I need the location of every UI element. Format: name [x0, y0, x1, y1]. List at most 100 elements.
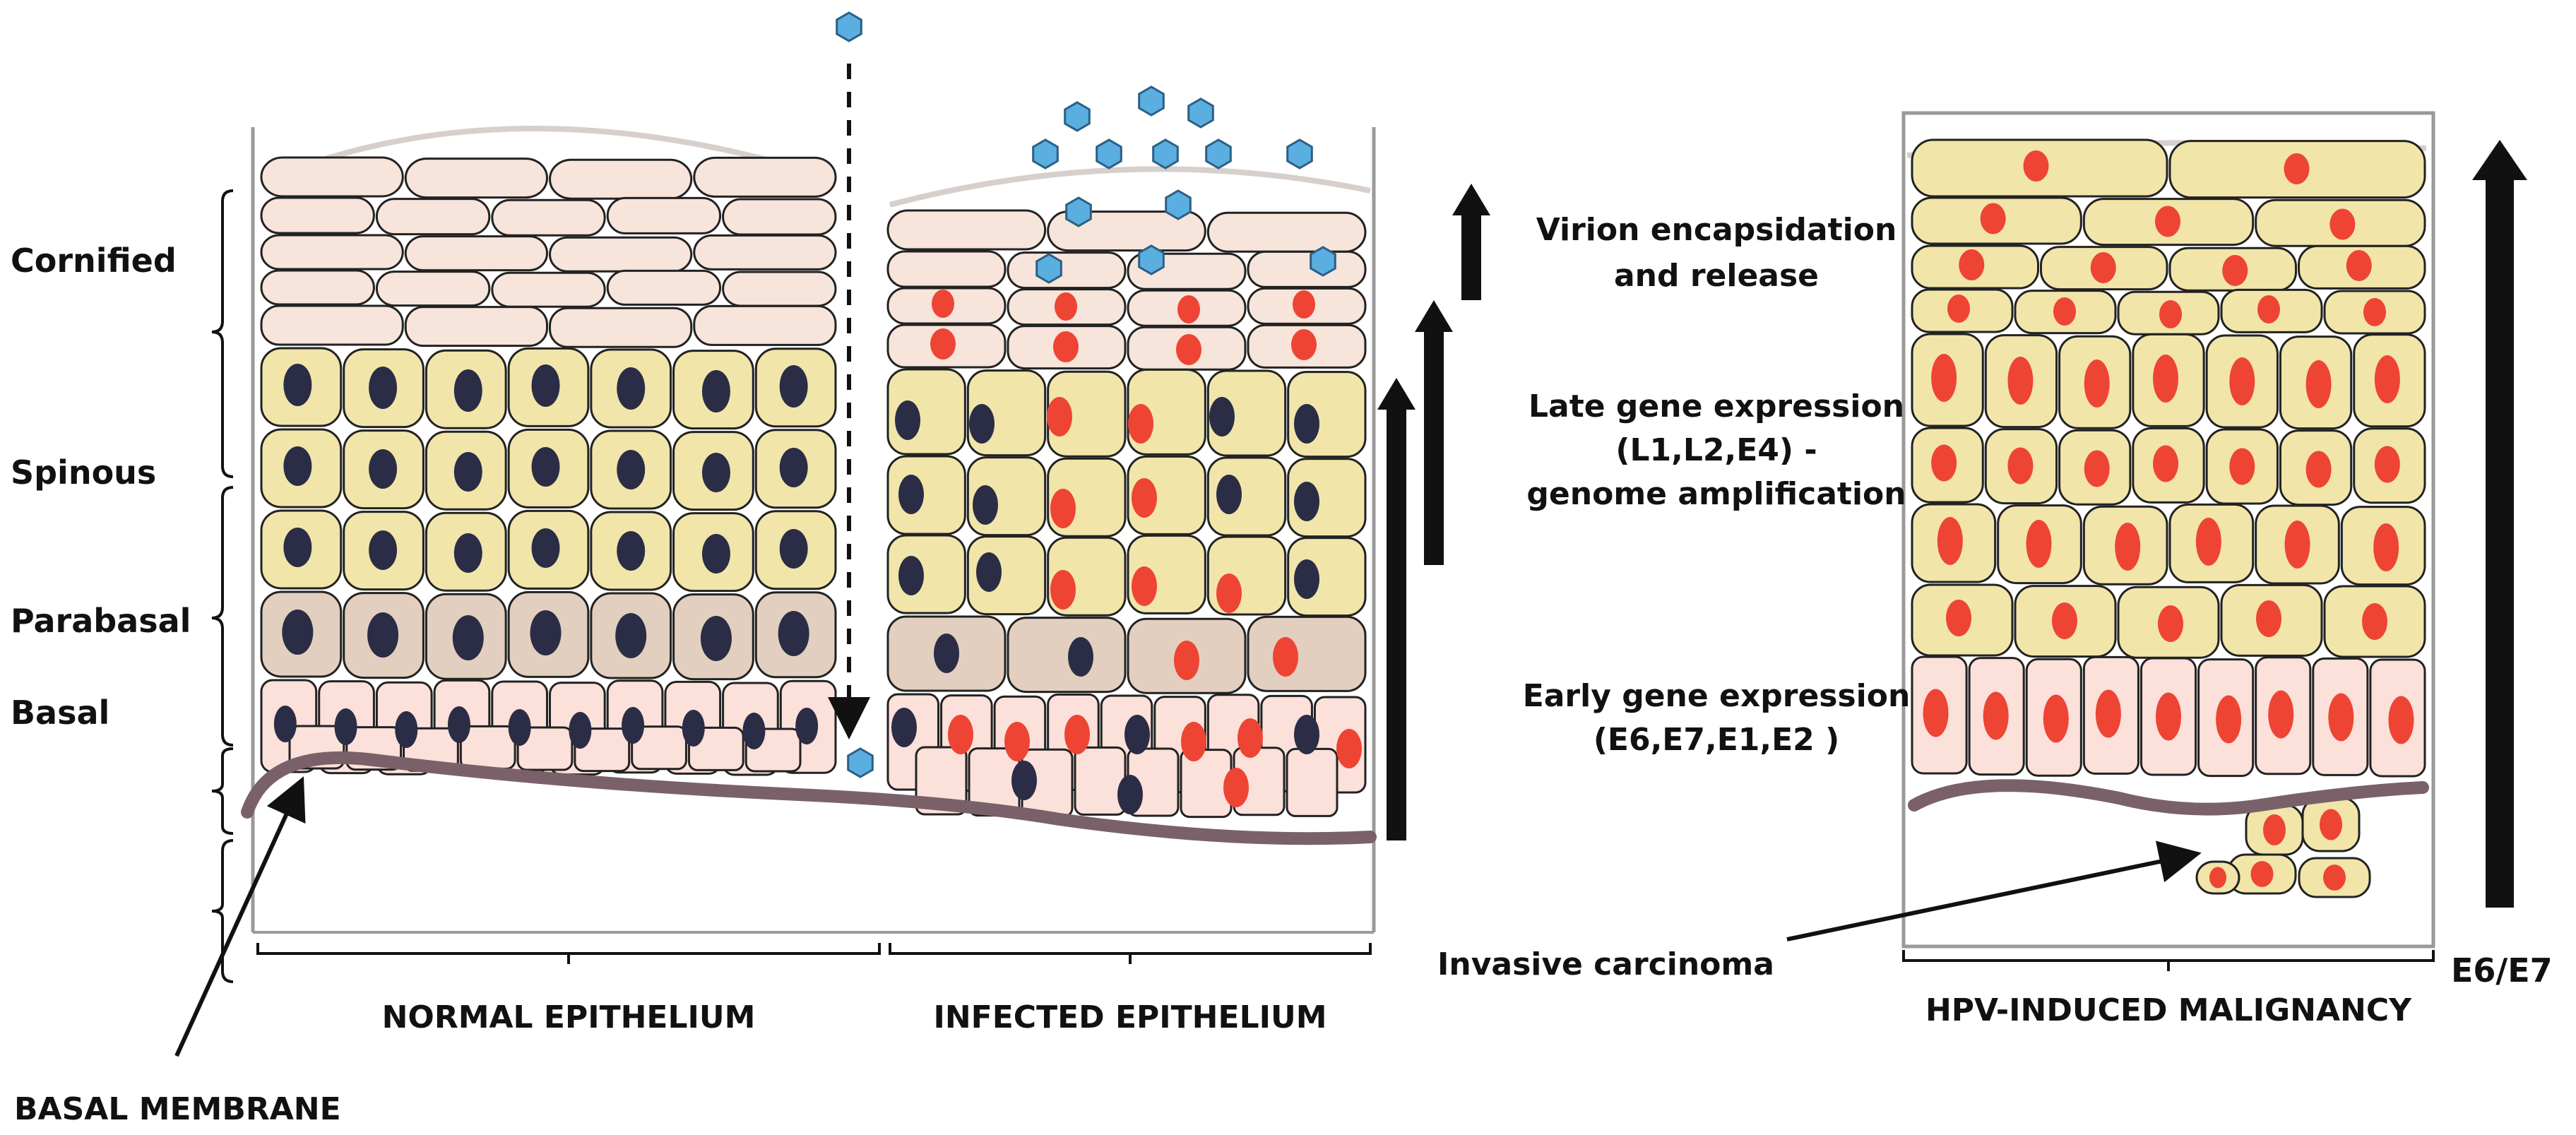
malignant-cell-nucleus: [2159, 300, 2182, 328]
spinous-cell-nucleus: [701, 534, 730, 574]
malignant-cell-nucleus: [1946, 600, 1971, 636]
parabasal-cell-nucleus: [530, 610, 562, 655]
spinous-cell-nucleus: [453, 369, 482, 412]
cell-nuclei: [273, 150, 2414, 891]
basal-cell-nucleus: [334, 708, 357, 745]
malignant-basal-cell-nucleus: [2328, 693, 2354, 742]
cornified-cell-nucleus: [930, 328, 956, 359]
infected-nucleus: [1004, 722, 1030, 761]
malignant-cell-nucleus: [2023, 150, 2049, 182]
malignant-cell-nucleus: [1931, 444, 1957, 482]
malignant-basal-cell-nucleus: [2388, 696, 2414, 744]
cornified-cell: [1007, 251, 1127, 290]
stage-late-line2: (L1,L2,E4) -: [1615, 432, 1817, 468]
spinous-cell-nucleus: [369, 449, 398, 489]
malignant-basal-cell-nucleus: [2156, 692, 2181, 741]
parabasal-cell-nucleus: [367, 612, 399, 658]
spinous-cell-nucleus: [617, 531, 646, 571]
label-basal-membrane: BASAL MEMBRANE: [14, 1091, 341, 1127]
basal-membrane-pointer: [174, 776, 306, 1057]
infected-nucleus: [1181, 722, 1206, 761]
virion: [1096, 138, 1122, 170]
virion: [1138, 85, 1165, 117]
cornified-cell-nucleus: [1293, 290, 1315, 319]
virion: [836, 11, 862, 42]
infected-nucleus: [1128, 404, 1153, 444]
cornified-cell: [404, 235, 548, 272]
cornified-cell-nucleus: [932, 290, 954, 318]
malignant-cell-nucleus: [2229, 448, 2255, 485]
cornified-cell-nucleus: [1176, 334, 1201, 365]
malignant-cell-nucleus: [2052, 602, 2077, 639]
invasive-nucleus: [2263, 814, 2286, 845]
title-infected-epithelium: INFECTED EPITHELIUM: [933, 999, 1326, 1035]
cornified-cell: [404, 158, 548, 199]
malignant-basal-cell-nucleus: [2268, 690, 2294, 739]
malignant-basal-cell-nucleus: [2095, 689, 2121, 738]
malignant-cell-nucleus: [2053, 297, 2076, 326]
cornified-cell: [491, 271, 606, 308]
parabasal-cell-nucleus: [282, 610, 314, 655]
cornified-cell: [1247, 250, 1367, 288]
virion: [1286, 138, 1313, 170]
malignant-basal-cell-nucleus: [1983, 691, 2009, 740]
cornified-cell: [1206, 211, 1367, 253]
cornified-cell: [549, 158, 693, 200]
panel-brackets: [256, 943, 2435, 971]
cornified-cell-nucleus: [1177, 295, 1200, 323]
spinous-cell-nucleus: [779, 529, 808, 569]
label-e6e7: E6/E7: [2451, 951, 2553, 990]
basal-cell-nucleus: [447, 706, 470, 743]
normal-nucleus: [973, 485, 998, 525]
cornified-cell-nucleus: [1053, 331, 1079, 362]
cornified-cell: [886, 250, 1007, 288]
malignant-cell-nucleus: [2229, 357, 2255, 405]
malignant-cell-nucleus: [2256, 600, 2281, 637]
cornified-cell: [260, 269, 375, 306]
basal-cell-nucleus: [395, 711, 418, 748]
malignant-cell-nucleus: [2084, 359, 2110, 408]
basal-cell-nucleus: [742, 713, 766, 749]
virion: [1138, 244, 1165, 275]
virion: [1165, 189, 1192, 220]
stage-early-line1: Early gene expression: [1523, 678, 1911, 714]
virion: [1310, 246, 1336, 277]
malignant-basal-cell-nucleus: [1923, 689, 1949, 737]
malignant-cell-nucleus: [2026, 520, 2052, 568]
virion: [1205, 138, 1232, 170]
normal-nucleus: [1294, 715, 1319, 754]
spinous-cell-nucleus: [453, 533, 482, 573]
parabasal-cell-nucleus: [452, 615, 484, 660]
normal-nucleus: [934, 634, 959, 673]
infected-nucleus: [1050, 489, 1076, 528]
cornified-cell: [886, 209, 1047, 251]
malignant-cell-nucleus: [2115, 523, 2141, 571]
normal-nucleus: [1117, 775, 1143, 814]
normal-nucleus: [976, 552, 1002, 592]
label-invasive-carcinoma: Invasive carcinoma: [1437, 946, 1774, 982]
cornified-cell: [606, 196, 722, 234]
virion: [1065, 196, 1092, 227]
spinous-cell-nucleus: [283, 364, 312, 406]
malignant-cell-nucleus: [2084, 450, 2110, 487]
normal-nucleus: [898, 556, 924, 595]
infected-nucleus: [1223, 768, 1249, 807]
infected-nucleus: [1064, 715, 1090, 754]
basal-cell: [1074, 746, 1127, 816]
spinous-cell-nucleus: [617, 367, 646, 410]
cornified-cell: [606, 269, 722, 306]
malignant-cell-nucleus: [2153, 355, 2178, 403]
infected-nucleus: [948, 715, 973, 754]
basal-cell-nucleus: [682, 710, 705, 747]
spinous-cell-nucleus: [617, 450, 646, 489]
basal-cell-nucleus: [273, 706, 297, 742]
cornified-cell: [404, 306, 548, 347]
label-basal: Basal: [11, 694, 109, 732]
infected-nucleus: [1237, 718, 1263, 758]
malignant-cell-nucleus: [2363, 298, 2386, 326]
infected-nucleus: [1336, 729, 1362, 768]
malignant-cell-nucleus: [2153, 445, 2178, 482]
spinous-cell-nucleus: [369, 530, 398, 570]
basal-cell: [1286, 747, 1339, 817]
